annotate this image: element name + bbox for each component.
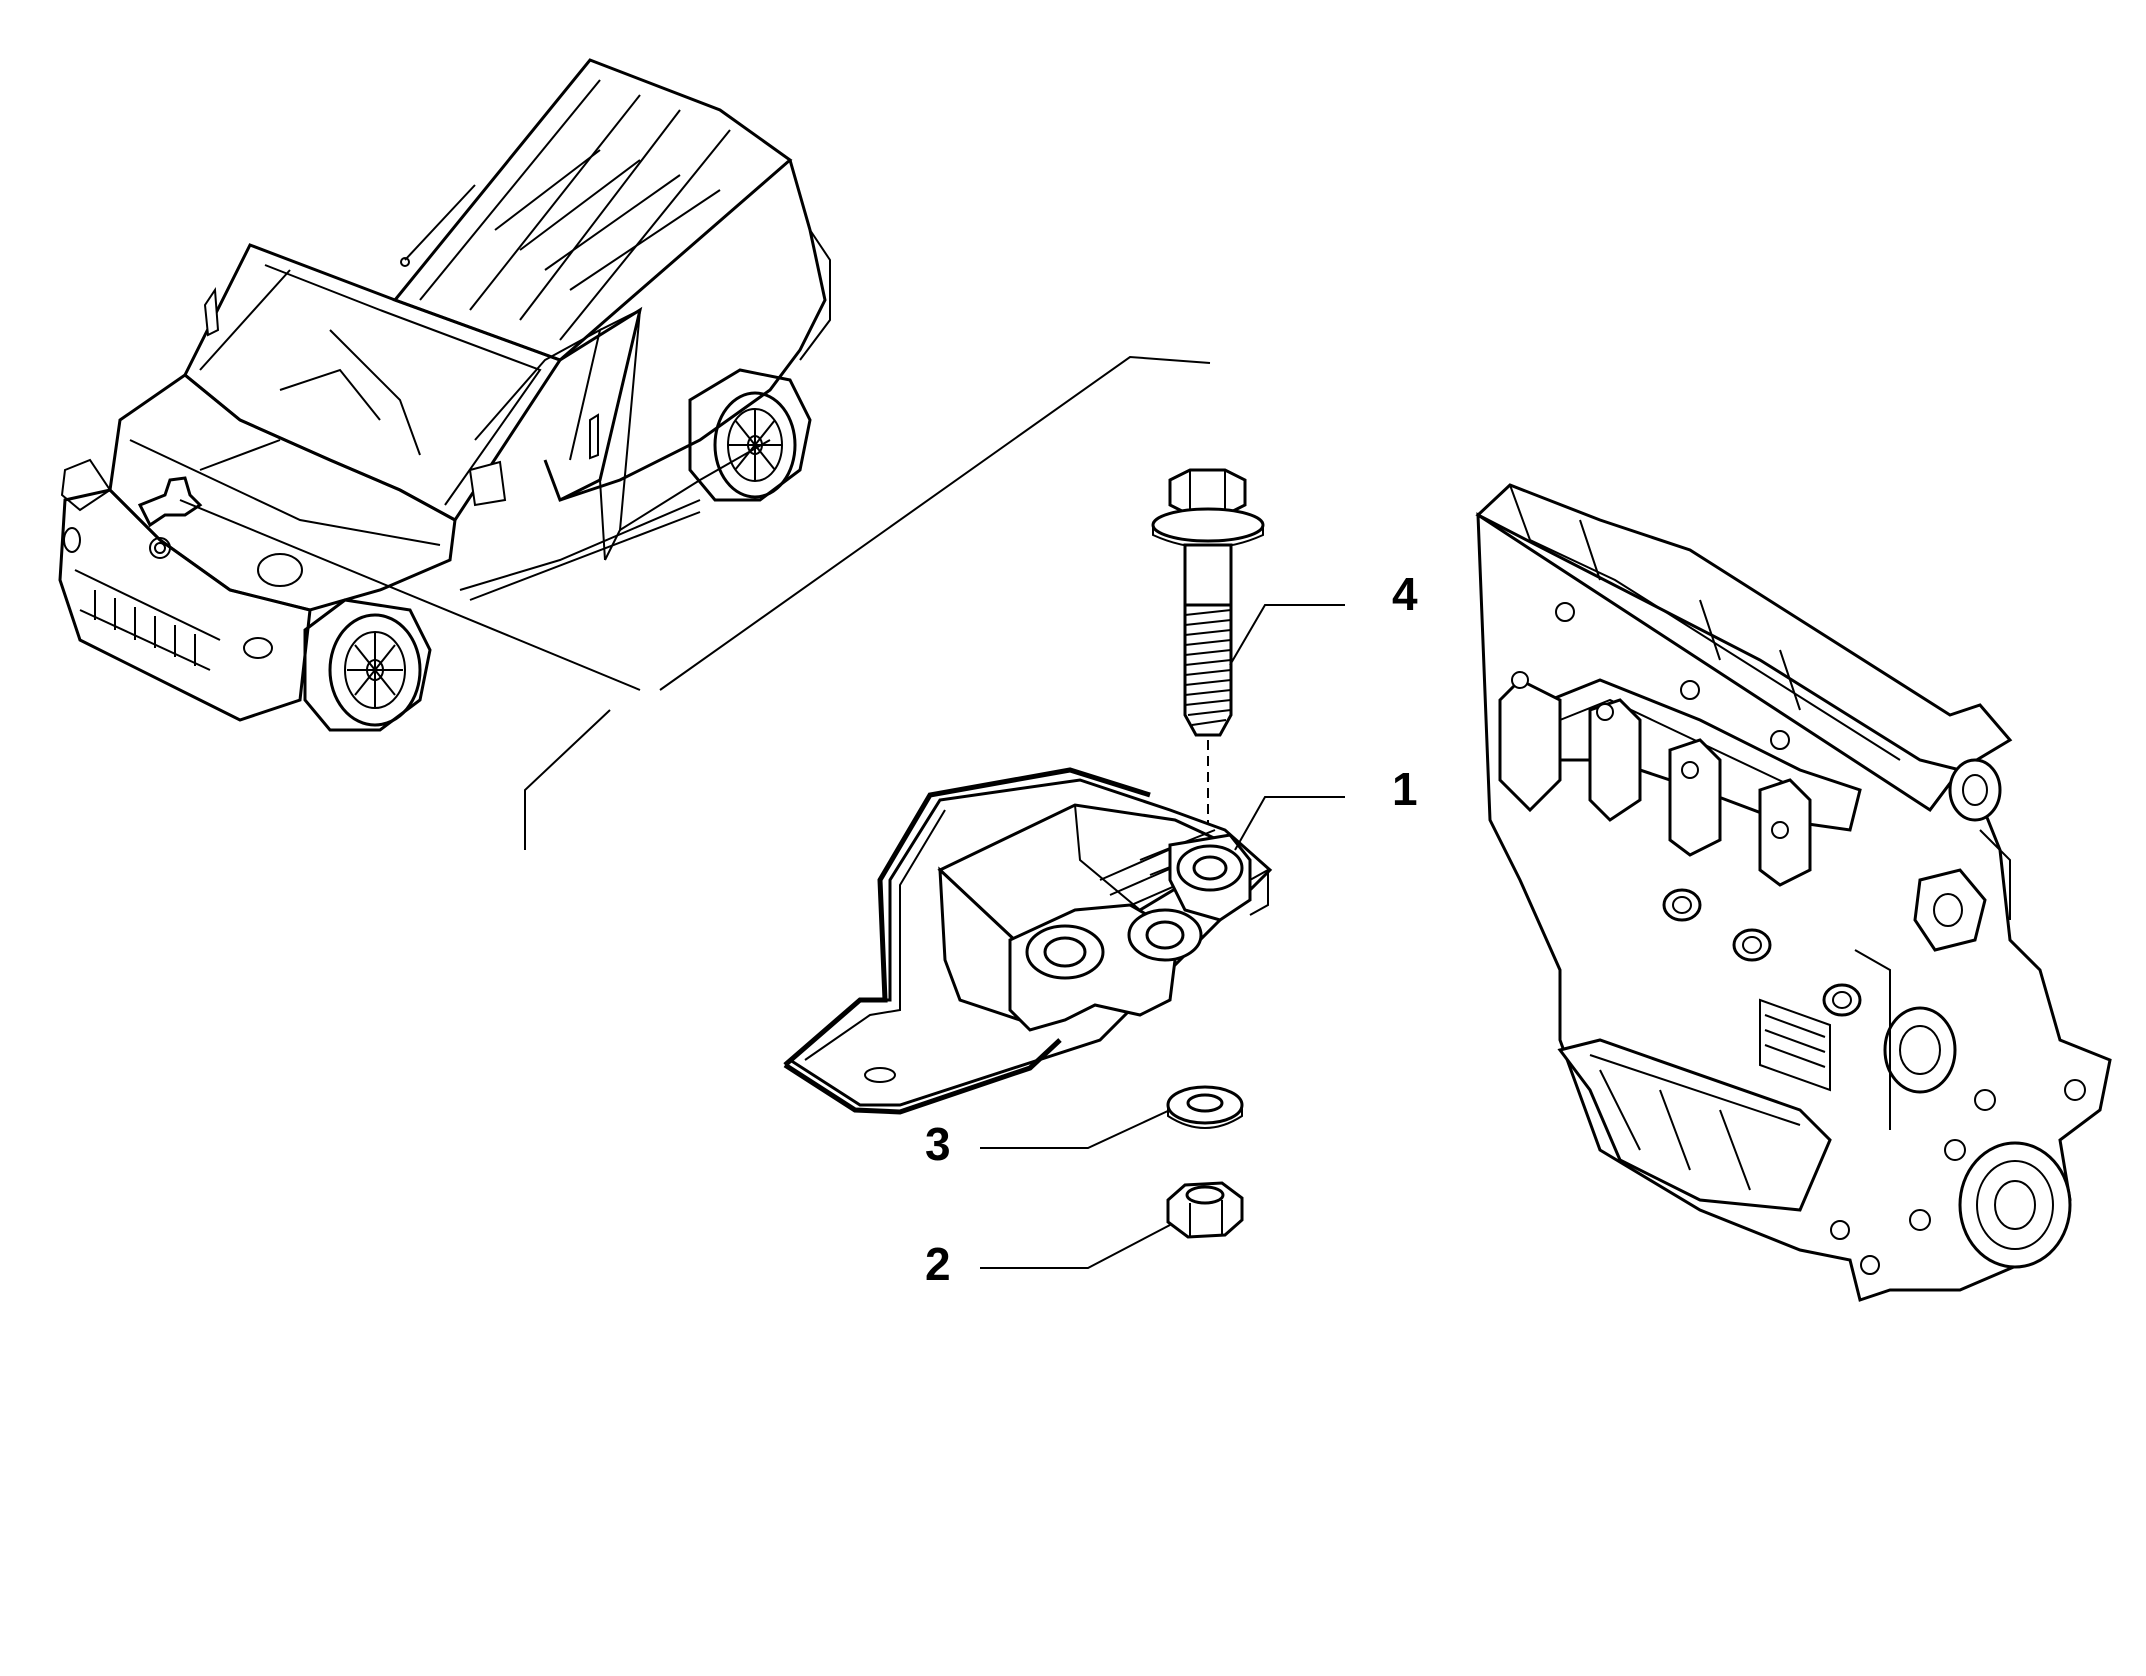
engine-mount-part-1 — [783, 767, 1273, 1115]
callout-4: 4 — [1392, 568, 1418, 620]
van-illustration — [58, 58, 831, 732]
callout-leaders — [980, 604, 1345, 1269]
callout-1: 1 — [1392, 763, 1418, 815]
washer-part-3 — [1166, 1085, 1244, 1129]
section-frame-lines — [524, 355, 1211, 850]
callout-2: 2 — [925, 1238, 951, 1290]
nut-part-2 — [1166, 1181, 1244, 1239]
bolt-part-4 — [1151, 468, 1265, 850]
engine-illustration — [1475, 483, 2112, 1302]
callout-3: 3 — [925, 1118, 951, 1170]
